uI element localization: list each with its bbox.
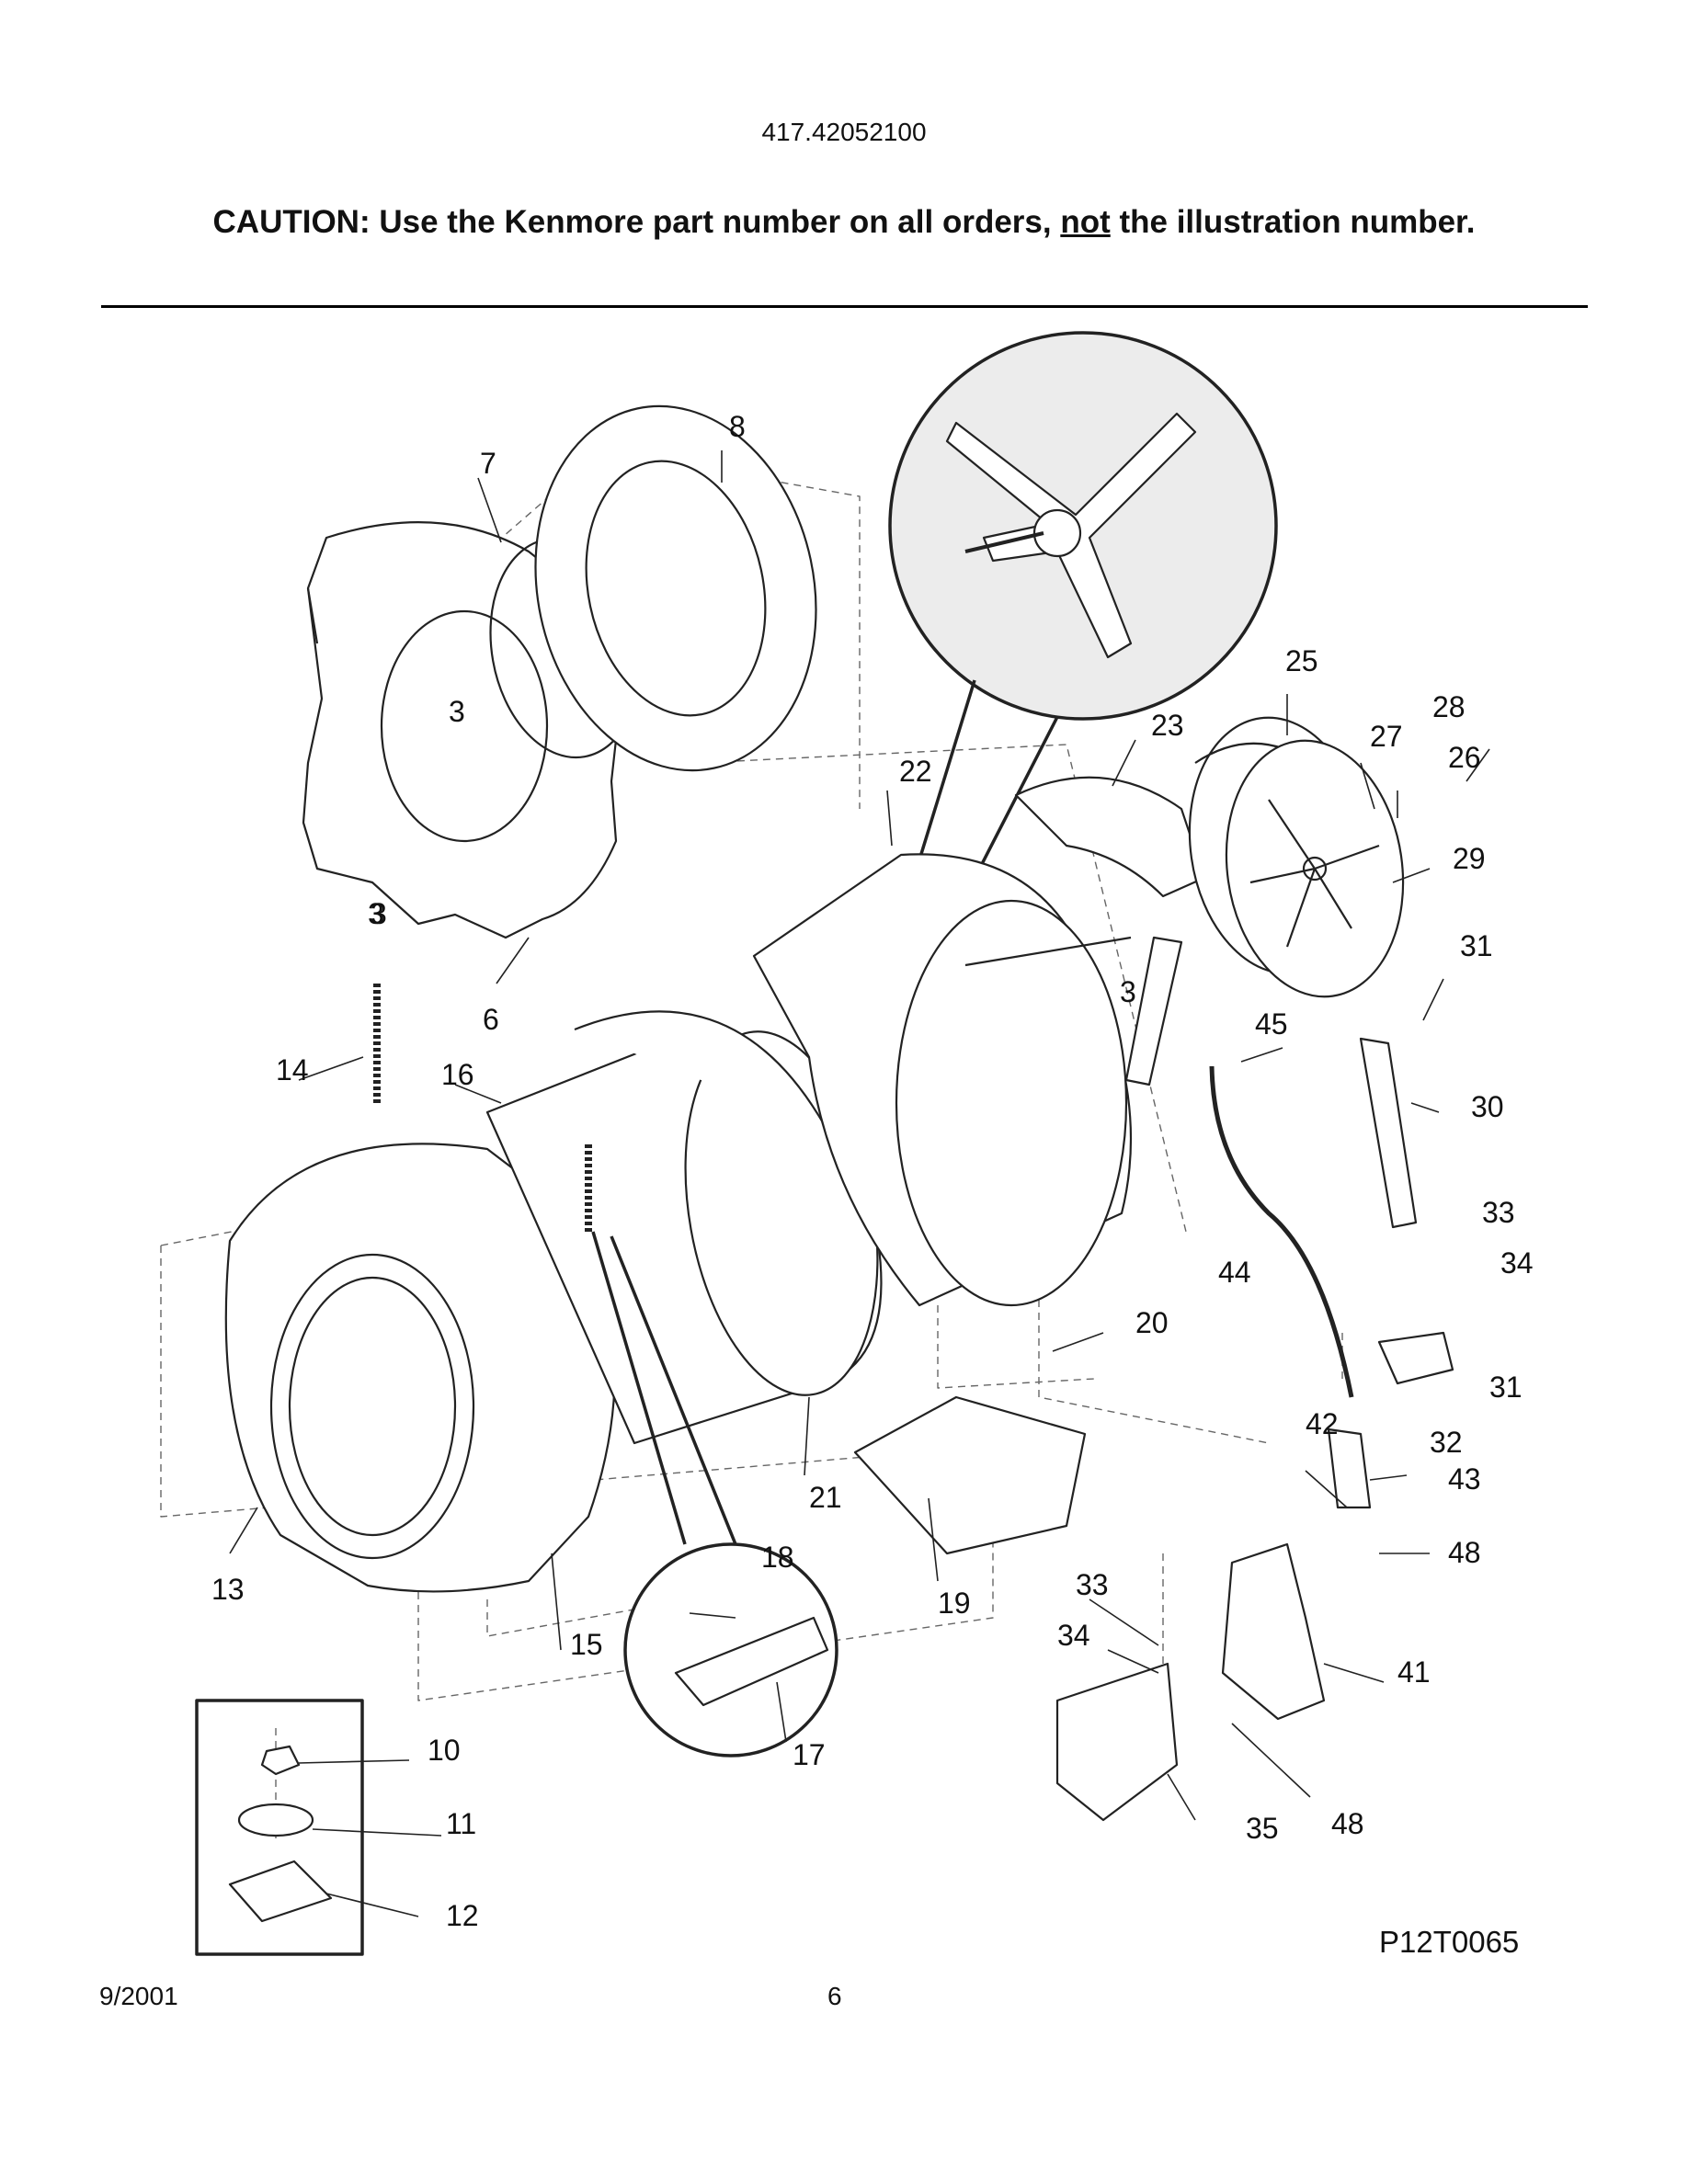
- lifter-detail-magnifier: [591, 1231, 838, 1757]
- callout-34: 34: [1500, 1246, 1534, 1280]
- callout-20: 20: [1135, 1306, 1169, 1339]
- callout-15: 15: [570, 1628, 603, 1661]
- fastener-inset-box: [195, 1699, 364, 1956]
- door-seal-rings: [489, 404, 817, 772]
- callout-32: 32: [1430, 1426, 1463, 1459]
- revision-date: 9/2001: [99, 1982, 178, 2010]
- callout-30: 30: [1471, 1090, 1504, 1123]
- callout-44: 44: [1218, 1256, 1251, 1289]
- callout-34: 34: [1057, 1619, 1090, 1652]
- callout-48: 48: [1448, 1536, 1481, 1569]
- rear-counterweight: [1014, 776, 1206, 898]
- callout-3: 3: [1120, 975, 1136, 1008]
- callout-10: 10: [428, 1734, 461, 1767]
- caution-underlined-word: not: [1060, 204, 1111, 240]
- rear-outer-tub: [752, 853, 1133, 1307]
- callout-27: 27: [1370, 720, 1403, 753]
- pump-and-bracket-parts: [853, 1331, 1454, 1555]
- caution-notice: CAUTION: Use the Kenmore part number on …: [0, 204, 1688, 241]
- callout-3: 3: [371, 897, 387, 930]
- callout-48: 48: [1331, 1807, 1364, 1840]
- callout-3: 3: [449, 695, 465, 728]
- callout-28: 28: [1432, 690, 1466, 723]
- callout-33: 33: [1482, 1196, 1515, 1229]
- callout-7: 7: [480, 447, 496, 480]
- callout-16: 16: [441, 1058, 474, 1091]
- callout-45: 45: [1255, 1007, 1288, 1041]
- callout-31: 31: [1460, 929, 1493, 962]
- callout-12: 12: [446, 1899, 479, 1932]
- callout-35: 35: [1246, 1812, 1279, 1845]
- callout-13: 13: [211, 1573, 245, 1606]
- pulley-and-belt: [1188, 716, 1405, 998]
- callout-21: 21: [809, 1481, 842, 1514]
- callout-31: 31: [1489, 1371, 1523, 1404]
- drain-hose: [1209, 1065, 1354, 1398]
- callout-17: 17: [793, 1738, 826, 1771]
- drain-pump-assembly: [1055, 1428, 1372, 1822]
- callout-3: 3: [368, 897, 384, 930]
- callout-42: 42: [1306, 1407, 1339, 1440]
- callout-8: 8: [729, 410, 746, 443]
- callout-18: 18: [761, 1541, 794, 1574]
- callout-43: 43: [1448, 1462, 1481, 1496]
- leader-lines: [229, 450, 1490, 1917]
- callout-19: 19: [938, 1587, 971, 1620]
- callout-26: 26: [1448, 741, 1481, 774]
- callout-22: 22: [899, 755, 932, 788]
- callout-33: 33: [1076, 1568, 1109, 1601]
- header-divider: [101, 305, 1588, 308]
- front-outer-tub: [224, 1143, 616, 1593]
- callout-41: 41: [1397, 1655, 1431, 1689]
- diagram-code: P12T0065: [1379, 1925, 1520, 1959]
- callout-29: 29: [1453, 842, 1486, 875]
- model-number: 417.42052100: [761, 118, 927, 146]
- caution-text-start: CAUTION: Use the Kenmore part number on …: [212, 204, 1061, 240]
- callout-23: 23: [1151, 709, 1184, 742]
- callout-labels: 3333678101112131415161718192021222325262…: [211, 410, 1534, 1932]
- caution-text-end: the illustration number.: [1110, 204, 1476, 240]
- shock-absorbers: [1124, 936, 1418, 1229]
- callout-6: 6: [483, 1003, 499, 1036]
- page-number: 6: [827, 1982, 842, 2010]
- callout-25: 25: [1285, 644, 1318, 677]
- callout-14: 14: [276, 1053, 309, 1086]
- spider-detail-magnifier: [849, 331, 1278, 1086]
- callout-11: 11: [446, 1807, 476, 1840]
- front-counterweight: [302, 521, 622, 939]
- suspension-springs: [373, 984, 592, 1232]
